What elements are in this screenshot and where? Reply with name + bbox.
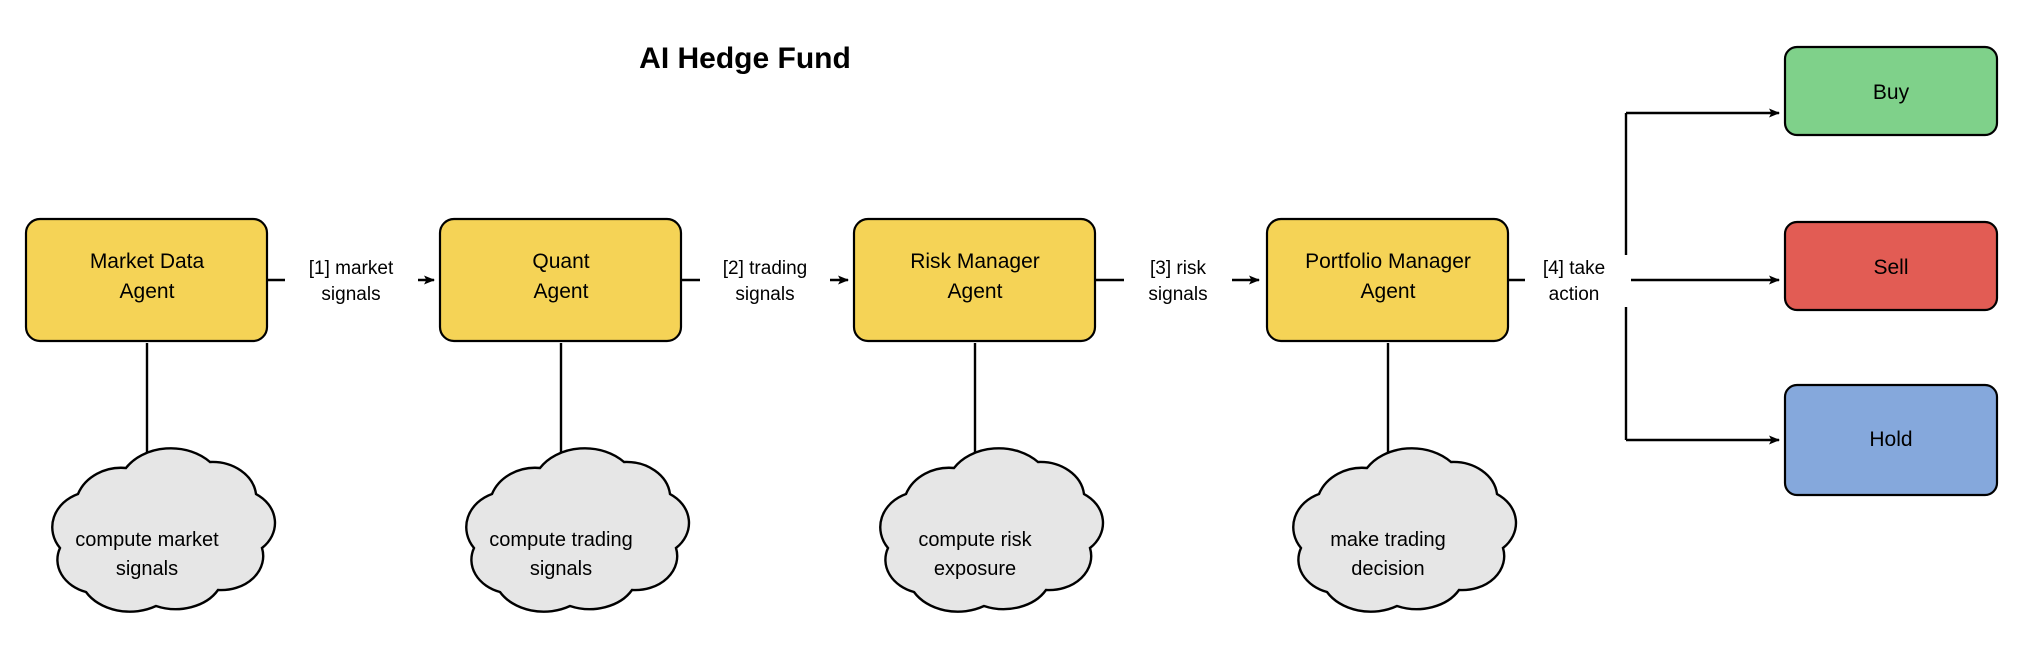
portfolio-manager-agent-box[interactable]	[1265, 217, 1510, 343]
compute-risk-exposure-line1: compute risk	[918, 529, 1032, 551]
risk-manager-agent-label-line2: Agent	[948, 280, 1003, 303]
buy-box[interactable]	[1783, 45, 1999, 137]
sell-label: Sell	[1873, 256, 1908, 279]
edge-label-trading-signals: [2] trading signals	[700, 255, 830, 307]
quant-agent-label-line2: Agent	[534, 280, 589, 303]
node-action-buy[interactable]: Buy	[1783, 45, 1999, 137]
risk-manager-agent-box[interactable]	[852, 217, 1097, 343]
compute-market-signals-cloud[interactable]	[51, 447, 277, 613]
market-data-agent-box[interactable]	[24, 217, 269, 343]
make-trading-decision-line2: decision	[1351, 558, 1424, 580]
edge-label-3-line1: [3] risk	[1150, 258, 1206, 279]
node-action-sell[interactable]: Sell	[1783, 220, 1999, 312]
quant-agent-box[interactable]	[438, 217, 683, 343]
compute-trading-signals-line2: signals	[530, 558, 592, 580]
node-risk-manager-agent[interactable]: Risk Manager Agent	[852, 217, 1097, 343]
node-make-trading-decision[interactable]: make trading decision	[1292, 447, 1518, 613]
edge-label-3-line2: signals	[1148, 284, 1207, 305]
edge-label-4-line2: action	[1549, 284, 1600, 305]
edge-label-2-line1: [2] trading	[723, 258, 808, 279]
compute-trading-signals-line1: compute trading	[489, 529, 632, 551]
node-portfolio-manager-agent[interactable]: Portfolio Manager Agent	[1265, 217, 1510, 343]
edge-label-1-line2: signals	[321, 284, 380, 305]
risk-manager-agent-label-line1: Risk Manager	[910, 250, 1040, 273]
node-quant-agent[interactable]: Quant Agent	[438, 217, 683, 343]
node-compute-risk-exposure[interactable]: compute risk exposure	[879, 447, 1105, 613]
portfolio-manager-agent-label-line1: Portfolio Manager	[1305, 250, 1471, 273]
edge-label-3-backdrop	[1124, 255, 1232, 307]
compute-trading-signals-cloud[interactable]	[465, 447, 691, 613]
edge-label-4-line1: [4] take	[1543, 258, 1605, 279]
edge-label-2-line2: signals	[735, 284, 794, 305]
buy-label: Buy	[1873, 81, 1910, 104]
compute-risk-exposure-cloud[interactable]	[879, 447, 1105, 613]
hold-label: Hold	[1869, 428, 1912, 451]
node-compute-market-signals[interactable]: compute market signals	[51, 447, 277, 613]
quant-agent-label-line1: Quant	[532, 250, 589, 273]
market-data-agent-label-line1: Market Data	[90, 250, 205, 273]
node-market-data-agent[interactable]: Market Data Agent	[24, 217, 269, 343]
page-title: AI Hedge Fund	[639, 42, 851, 75]
make-trading-decision-cloud[interactable]	[1292, 447, 1518, 613]
edge-label-take-action: [4] take action	[1525, 255, 1631, 307]
edge-label-2-backdrop	[700, 255, 830, 307]
compute-risk-exposure-line2: exposure	[934, 558, 1016, 580]
compute-market-signals-line1: compute market	[75, 529, 219, 551]
compute-market-signals-line2: signals	[116, 558, 178, 580]
edge-label-1-backdrop	[285, 255, 418, 307]
edge-label-4-backdrop	[1525, 255, 1631, 307]
market-data-agent-label-line2: Agent	[120, 280, 175, 303]
make-trading-decision-line1: make trading	[1330, 529, 1446, 551]
edge-label-1-line1: [1] market	[309, 258, 394, 279]
edge-label-risk-signals: [3] risk signals	[1124, 255, 1232, 307]
hold-box[interactable]	[1783, 383, 1999, 497]
node-compute-trading-signals[interactable]: compute trading signals	[465, 447, 691, 613]
edge-label-market-signals: [1] market signals	[285, 255, 418, 307]
portfolio-manager-agent-label-line2: Agent	[1361, 280, 1416, 303]
node-action-hold[interactable]: Hold	[1783, 383, 1999, 497]
sell-box[interactable]	[1783, 220, 1999, 312]
